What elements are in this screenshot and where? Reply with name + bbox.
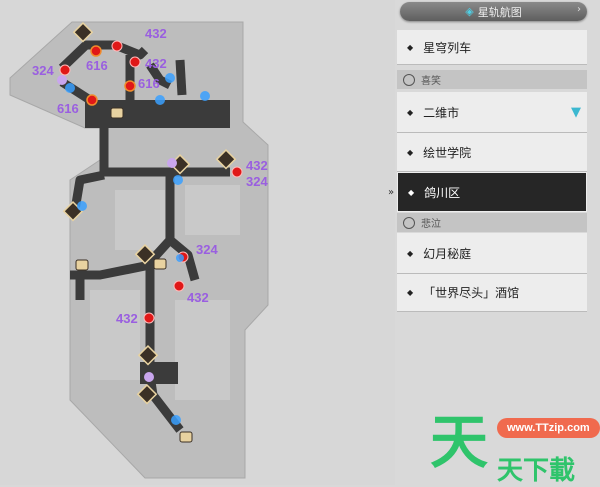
shop-icon[interactable] — [153, 258, 167, 270]
chest-labels: 432 616 432 616 324 616 432 324 324 432 … — [32, 26, 268, 326]
watermark-url: www.TTzip.com — [497, 418, 600, 438]
location-item[interactable]: ◆幻月秘庭 — [397, 233, 587, 274]
chest-marker[interactable] — [129, 56, 141, 68]
chest-marker[interactable] — [231, 166, 243, 178]
teleport-icon[interactable] — [165, 73, 175, 83]
location-label: 鸽川区 — [424, 185, 461, 200]
count-label: 616 — [57, 101, 79, 116]
count-label: 324 — [32, 63, 54, 78]
lavender-marker[interactable] — [167, 158, 177, 168]
smile-face-icon — [403, 73, 415, 86]
map-title: 星轨航图 — [477, 5, 522, 19]
sad-face-icon — [403, 216, 415, 229]
diamond-marker-icon[interactable] — [72, 22, 94, 43]
diamond-icon: ◈ — [465, 5, 474, 18]
shop-icon[interactable] — [110, 107, 124, 119]
lavender-marker[interactable] — [57, 75, 67, 85]
lavender-marker[interactable] — [144, 372, 154, 382]
chest-marker[interactable] — [59, 64, 71, 76]
teleport-icon[interactable] — [200, 91, 210, 101]
location-item[interactable]: ◆二维市▼ — [397, 92, 587, 133]
diamond-marker-icon[interactable] — [137, 345, 159, 366]
count-label: 432 — [246, 158, 268, 173]
chest-marker[interactable] — [143, 312, 155, 324]
location-item[interactable]: ◆星穹列车 — [397, 30, 587, 65]
count-label: 324 — [246, 174, 268, 189]
teleport-icon[interactable] — [155, 95, 165, 105]
count-label: 324 — [196, 242, 218, 257]
location-label: 星穹列车 — [423, 40, 472, 55]
count-label: 616 — [86, 58, 108, 73]
location-label: 二维市 — [423, 105, 460, 120]
diamond-marker-icon[interactable] — [215, 149, 237, 170]
chest-marker[interactable] — [111, 40, 123, 52]
teleport-icon[interactable] — [171, 415, 181, 425]
count-label: 432 — [187, 290, 209, 305]
shop-icon[interactable] — [75, 259, 89, 271]
teleport-icon[interactable] — [173, 175, 183, 185]
shops — [75, 107, 193, 443]
location-label: 绘世学院 — [423, 145, 472, 160]
area-map[interactable]: 432 616 432 616 324 616 432 324 324 432 … — [0, 0, 395, 485]
location-label: 幻月秘庭 — [423, 246, 472, 261]
watermark-logo: 天 www.TTzip.com 天下載 — [425, 408, 600, 486]
group-header: 喜笑 — [397, 70, 587, 89]
teleports — [65, 73, 210, 425]
watermark-big-char: 天 — [430, 408, 489, 476]
teleport-icon[interactable] — [65, 83, 75, 93]
count-label: 616 — [138, 76, 160, 91]
watermark-text: 天下載 — [497, 456, 576, 486]
location-item[interactable]: ◆绘世学院 — [397, 133, 587, 172]
selected-arrow-icon: » — [388, 186, 395, 198]
count-label: 432 — [145, 56, 167, 71]
shop-icon[interactable] — [179, 431, 193, 443]
location-label: 「世界尽头」酒馆 — [423, 286, 520, 300]
expand-arrow-icon[interactable]: › — [577, 4, 581, 15]
teleport-icon[interactable] — [176, 254, 184, 262]
chests — [59, 40, 243, 324]
chest-marker[interactable] — [90, 45, 102, 57]
location-item-selected[interactable]: »◆鸽川区 — [388, 172, 587, 212]
chest-marker[interactable] — [86, 94, 98, 106]
location-item[interactable]: ◆「世界尽头」酒馆 — [397, 274, 587, 312]
current-location-icon: ▼ — [571, 104, 581, 120]
star-rail-map-panel: ◈ 星轨航图 › ◆星穹列车 喜笑 ◆二维市▼ ◆绘世学院 »◆鸽川区 悲泣 ◆… — [388, 0, 595, 312]
count-label: 432 — [116, 311, 138, 326]
group-label: 喜笑 — [421, 76, 441, 87]
chest-marker[interactable] — [124, 80, 136, 92]
group-header: 悲泣 — [397, 213, 587, 232]
teleport-icon[interactable] — [77, 201, 87, 211]
diamond-marker-icon[interactable] — [134, 244, 156, 265]
chest-marker[interactable] — [173, 280, 185, 292]
group-label: 悲泣 — [421, 219, 441, 230]
map-header[interactable]: ◈ 星轨航图 › — [400, 2, 587, 21]
count-label: 432 — [145, 26, 167, 41]
diamond-marker-icon[interactable] — [136, 384, 158, 405]
